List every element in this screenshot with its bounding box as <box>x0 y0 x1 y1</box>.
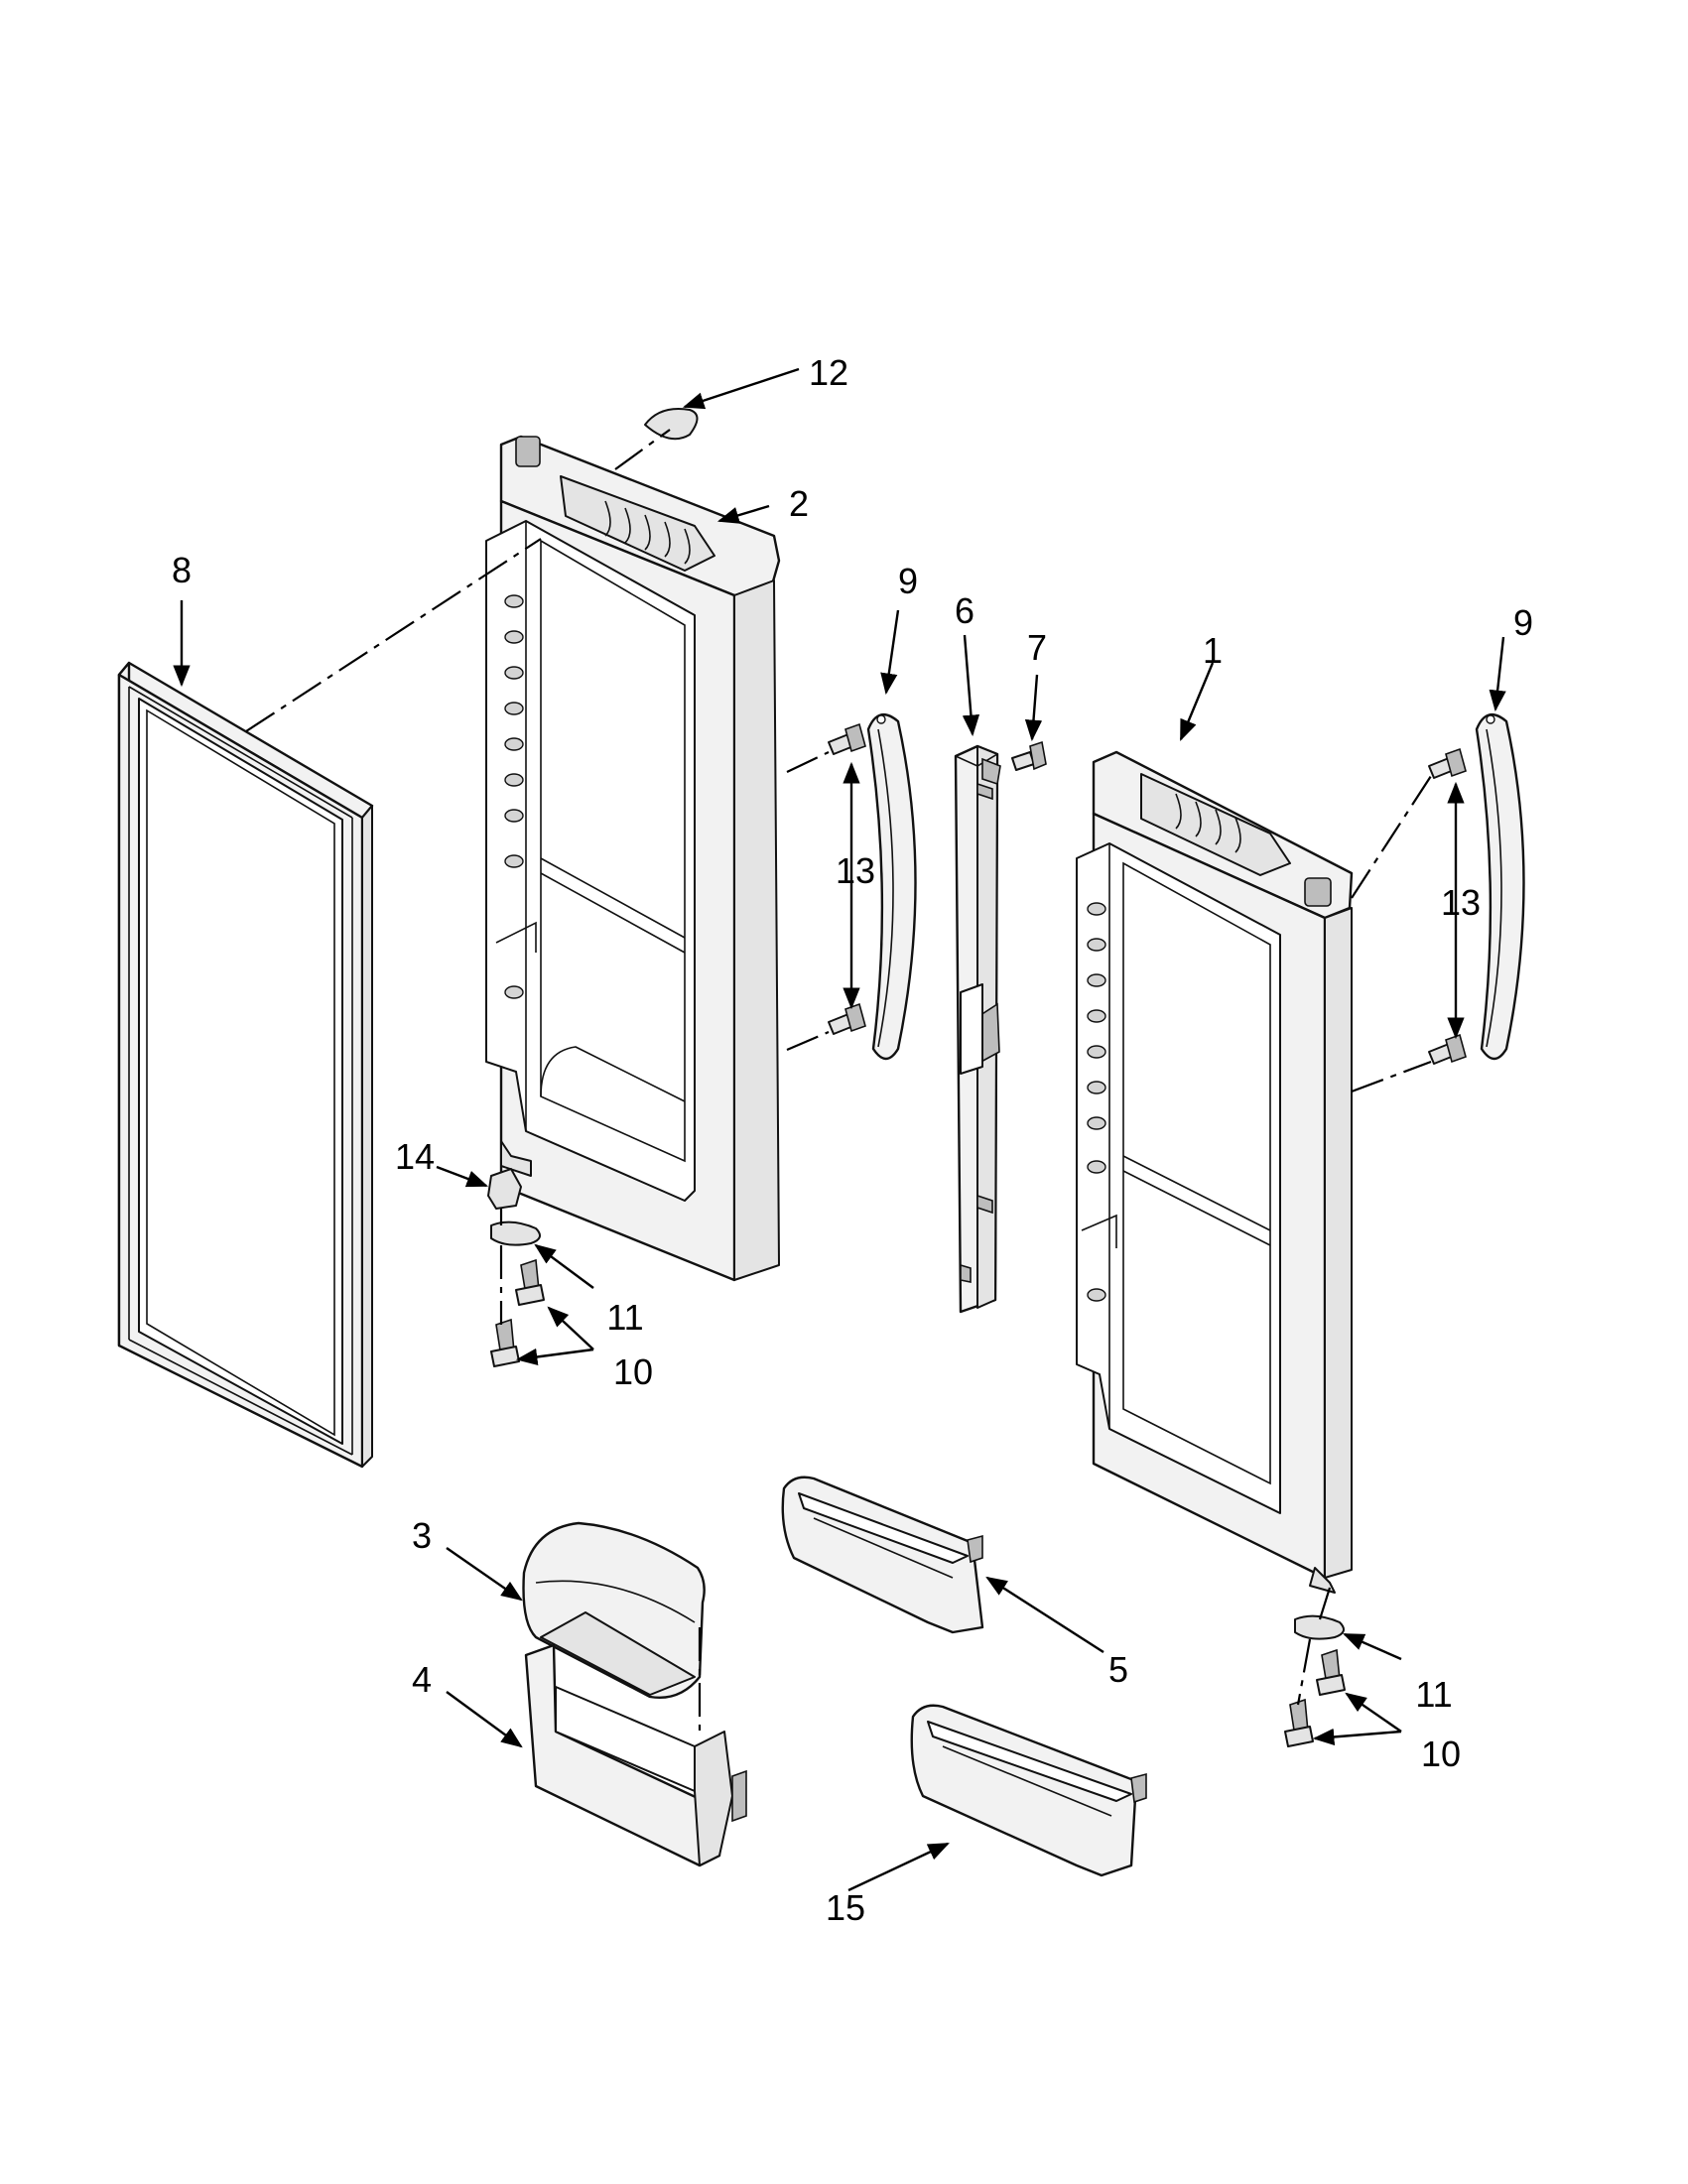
callout-12: 12 <box>809 352 848 393</box>
mullion-screw <box>1011 740 1047 771</box>
door-top-part <box>644 408 699 441</box>
callout-arrows <box>173 367 1506 1892</box>
callout-labels: 1 2 3 4 5 6 7 8 9 9 10 10 11 11 12 13 13… <box>172 352 1533 1928</box>
callout-11-right: 11 <box>1415 1674 1452 1715</box>
callout-4: 4 <box>412 1659 432 1700</box>
door-gasket <box>117 661 374 1469</box>
left-hinge-hardware <box>487 1168 545 1367</box>
right-door <box>1076 750 1354 1594</box>
callout-1: 1 <box>1203 630 1223 671</box>
door-bin-lower <box>910 1704 1147 1877</box>
callout-5: 5 <box>1108 1649 1128 1690</box>
callout-11-left: 11 <box>606 1297 643 1338</box>
door-handle-left <box>866 712 917 1061</box>
callout-9-left: 9 <box>898 561 918 601</box>
alignment-lines <box>245 429 1432 1732</box>
callout-9-right: 9 <box>1513 602 1533 643</box>
callout-13-left: 13 <box>836 850 875 891</box>
door-bin-upper <box>781 1476 984 1634</box>
callout-10-left: 10 <box>613 1351 653 1392</box>
callout-2: 2 <box>789 483 809 524</box>
dairy-bin <box>524 1643 747 1867</box>
callout-10-right: 10 <box>1421 1734 1461 1774</box>
door-handle-right <box>1475 712 1525 1061</box>
callout-13-right: 13 <box>1441 882 1481 923</box>
callout-8: 8 <box>172 550 192 590</box>
handle-studs <box>828 722 1467 1065</box>
center-mullion <box>954 744 1001 1314</box>
left-door <box>485 435 781 1282</box>
callout-3: 3 <box>412 1515 432 1556</box>
callout-15: 15 <box>826 1887 865 1928</box>
right-hinge-hardware <box>1284 1614 1346 1747</box>
dairy-bin-cover <box>522 1521 706 1699</box>
callout-14: 14 <box>395 1136 435 1177</box>
callout-7: 7 <box>1027 627 1047 668</box>
callout-6: 6 <box>955 590 974 631</box>
